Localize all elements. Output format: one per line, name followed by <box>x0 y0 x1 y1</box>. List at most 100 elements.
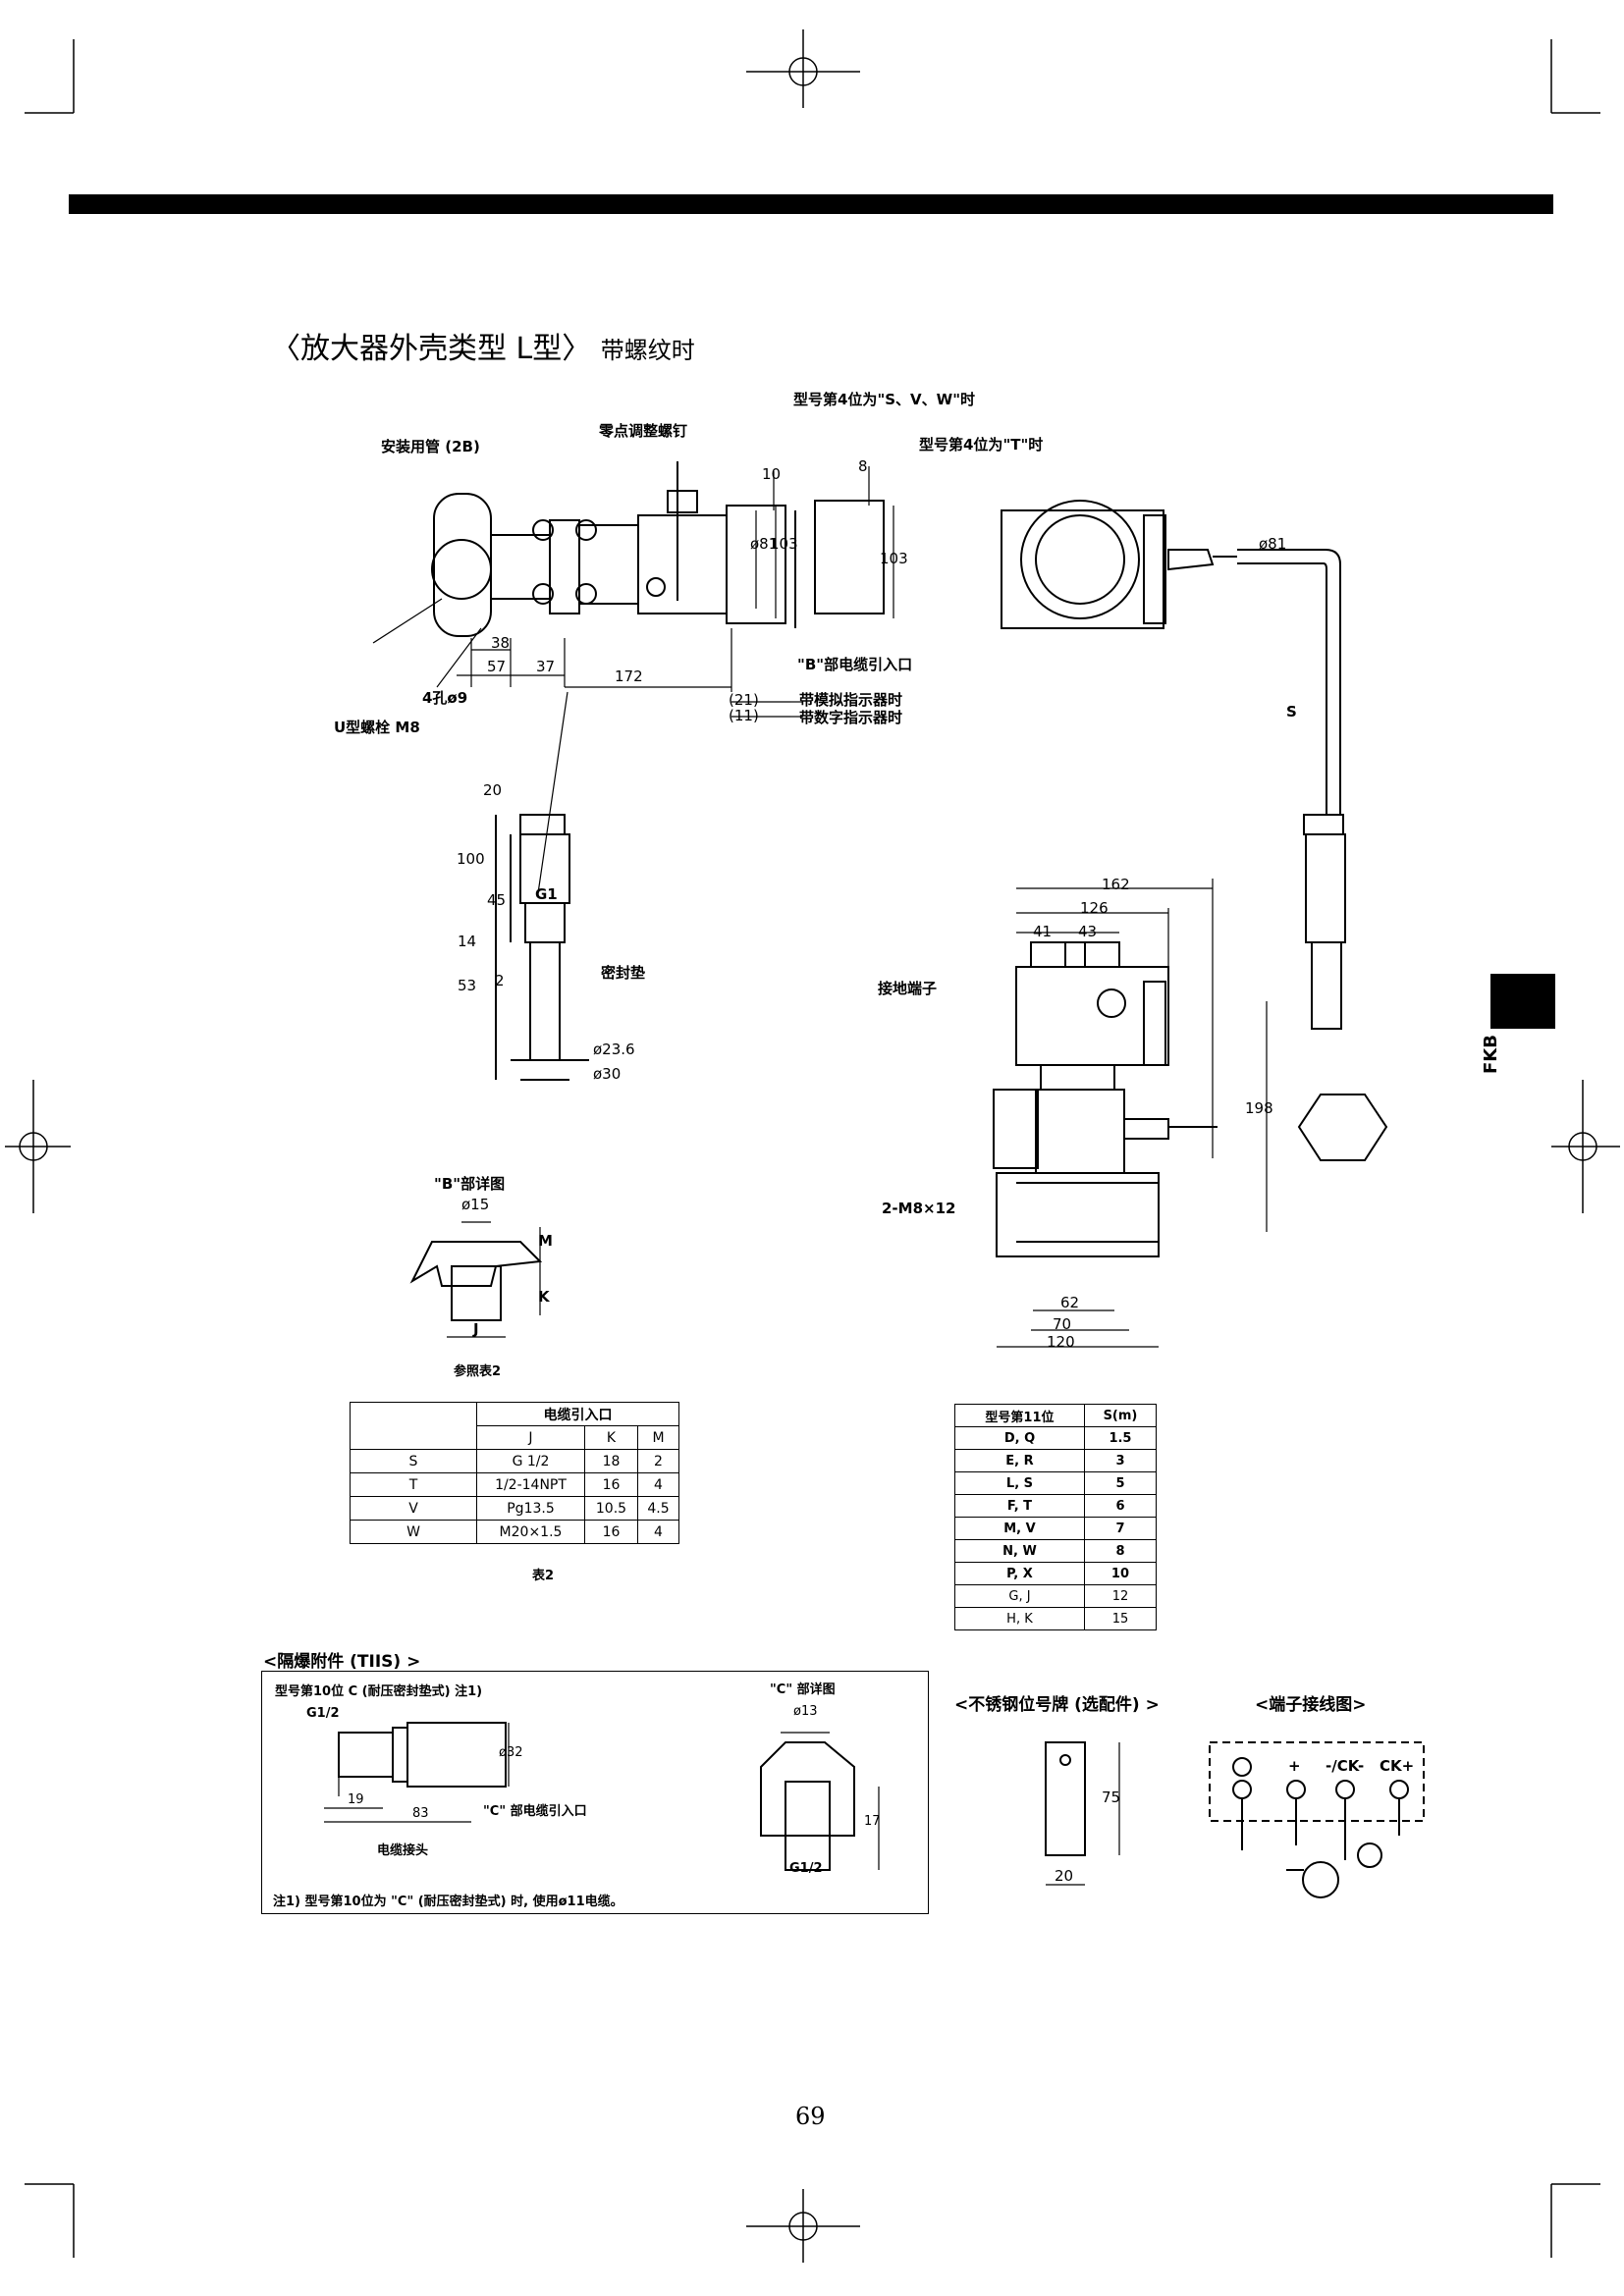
tag-drawing <box>1045 1741 1120 1886</box>
tables-code: F, T <box>954 1494 1085 1518</box>
table2-k: 16 <box>584 1520 638 1544</box>
tables-header-s: S(m) <box>1083 1404 1158 1427</box>
tables-code: G, J <box>954 1584 1085 1608</box>
dim-162: 162 <box>1102 876 1130 893</box>
tiis-model-c: 型号第10位 C (耐压密封垫式) 注1) <box>275 1684 483 1699</box>
hex-nut-view <box>1297 1094 1388 1161</box>
dim-81a: ø81 <box>750 535 779 553</box>
dim-10: 10 <box>762 465 782 483</box>
dim-103a: 103 <box>770 535 798 553</box>
tables-code: L, S <box>954 1471 1085 1495</box>
dim-100: 100 <box>457 850 485 868</box>
table-row: S G 1/2 18 2 <box>350 1449 680 1473</box>
table2-j: 1/2-14NPT <box>476 1472 585 1497</box>
ground-terminal-label: 接地端子 <box>878 980 938 997</box>
cable-entry-table: 电缆引入口 J K M S G 1/2 18 2 T 1/2-14NPT 16 … <box>350 1402 680 1544</box>
page-title: 〈放大器外壳类型 L型〉 带螺纹时 <box>271 324 695 367</box>
b-entry-label: "B"部电缆引入口 <box>797 656 913 673</box>
dim-8: 8 <box>858 457 868 475</box>
table2-caption: 表2 <box>532 1569 555 1583</box>
tiis-frame <box>261 1671 929 1914</box>
table2-col-j: J <box>476 1425 585 1450</box>
dim-81-right: ø81 <box>1259 535 1287 553</box>
dim-45: 45 <box>487 891 507 909</box>
b-j: J <box>473 1320 479 1338</box>
gasket-label: 密封垫 <box>601 964 646 982</box>
dim-120: 120 <box>1047 1333 1075 1351</box>
dim-14: 14 <box>458 933 477 950</box>
dim-172: 172 <box>615 667 643 685</box>
dim-62: 62 <box>1060 1294 1080 1311</box>
dim-57: 57 <box>487 658 507 675</box>
tables-code: D, Q <box>954 1426 1085 1450</box>
top-dimensions <box>372 466 894 894</box>
tiis-d13: ø13 <box>793 1704 818 1719</box>
dim-20: 20 <box>483 781 503 799</box>
d30-label: ø30 <box>593 1065 622 1083</box>
table-row: V Pg13.5 10.5 4.5 <box>350 1496 680 1521</box>
digital-indicator-label: 带数字指示器时 <box>799 709 903 726</box>
table2-m: 4.5 <box>636 1496 680 1521</box>
b-d15: ø15 <box>461 1196 490 1213</box>
dim-21: (21) <box>729 691 759 709</box>
table2-corner <box>350 1402 477 1450</box>
table-row: W M20×1.5 16 4 <box>350 1520 680 1544</box>
page-number: 69 <box>795 2103 826 2130</box>
table2-k: 18 <box>584 1449 638 1473</box>
crop-marks <box>5 29 1620 2263</box>
table2-group-header: 电缆引入口 <box>476 1402 679 1426</box>
tables-s: 7 <box>1083 1517 1158 1540</box>
title-main: 〈放大器外壳类型 L型〉 <box>271 332 592 366</box>
tiis-dim-19: 19 <box>348 1792 364 1807</box>
table2-k: 10.5 <box>584 1496 638 1521</box>
table2-m: 4 <box>636 1520 680 1544</box>
model-t-label: 型号第4位为"T"时 <box>919 436 1044 454</box>
b-detail-title: "B"部详图 <box>434 1175 506 1193</box>
dim-s: S <box>1286 703 1297 721</box>
dim-38: 38 <box>491 634 511 652</box>
right-assembly <box>1001 500 1346 1030</box>
table2-m: 4 <box>636 1472 680 1497</box>
tiis-dim-17: 17 <box>864 1814 881 1829</box>
dim-11: (11) <box>729 707 759 724</box>
tables-s: 15 <box>1083 1607 1158 1630</box>
table2-j: G 1/2 <box>476 1449 585 1473</box>
tiis-title: <隔爆附件 (TIIS) > <box>263 1652 421 1672</box>
tables-s: 12 <box>1083 1584 1158 1608</box>
tables-code: M, V <box>954 1517 1085 1540</box>
table2-col-k: K <box>584 1425 638 1450</box>
tables-code: P, X <box>954 1562 1085 1585</box>
table-row: T 1/2-14NPT 16 4 <box>350 1472 680 1497</box>
tiis-g12: G1/2 <box>306 1706 340 1721</box>
tiis-c-entry: "C" 部电缆引入口 <box>483 1804 587 1819</box>
zero-screw-label: 零点调整螺钉 <box>599 422 688 440</box>
bolt-label: 2-M8×12 <box>882 1200 956 1217</box>
tables-code: H, K <box>954 1607 1085 1630</box>
b-ref: 参照表2 <box>454 1364 502 1379</box>
tables-s: 1.5 <box>1083 1426 1158 1450</box>
fitting-assembly <box>495 814 589 1081</box>
section-tab <box>1490 974 1555 1029</box>
tag-dim-20: 20 <box>1055 1867 1074 1885</box>
header-rule <box>69 194 1553 214</box>
tables-s: 8 <box>1083 1539 1158 1563</box>
tables-header-code: 型号第11位 <box>954 1404 1085 1427</box>
ubolt-label: U型螺栓 M8 <box>334 719 420 736</box>
front-dimensions <box>997 879 1268 1348</box>
dim-70: 70 <box>1053 1315 1072 1333</box>
dim-43: 43 <box>1078 923 1098 940</box>
b-m: M <box>538 1232 553 1250</box>
table2-code: T <box>350 1472 477 1497</box>
table2-j: Pg13.5 <box>476 1496 585 1521</box>
terminal-ck-minus: -/CK- <box>1326 1757 1365 1775</box>
tag-dim-75: 75 <box>1102 1789 1121 1806</box>
